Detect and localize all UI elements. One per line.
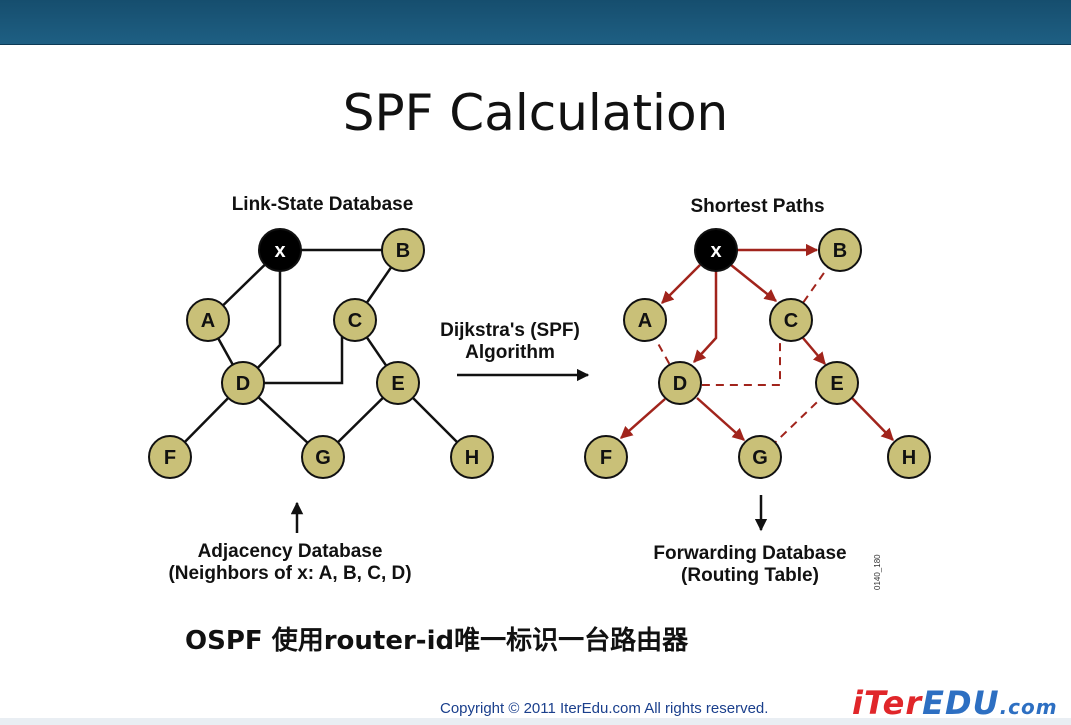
logo-part-3: .com (999, 695, 1058, 719)
iteredu-logo: iTerEDU.com (852, 684, 1058, 722)
right-node-a (623, 298, 667, 342)
right-node-f (584, 435, 628, 479)
right-node-g-label: G (752, 447, 768, 469)
path-d-f (620, 398, 666, 439)
ospf-note: OSPF 使用router-id唯一标识一台路由器 (185, 626, 689, 656)
right-node-f-label: F (600, 447, 612, 469)
right-graph-nodes: x B A C D E F G H (584, 228, 931, 479)
right-node-c (769, 298, 813, 342)
left-node-d-label: D (236, 373, 250, 395)
left-node-b-label: B (396, 240, 410, 262)
left-node-e (376, 361, 420, 405)
left-node-a (186, 298, 230, 342)
left-node-a-label: A (201, 310, 215, 332)
right-node-c-label: C (784, 310, 798, 332)
left-node-h-label: H (465, 447, 479, 469)
adjacency-caption: Adjacency Database (Neighbors of x: A, B… (120, 541, 460, 585)
algorithm-label-line1: Dijkstra's (SPF) (440, 320, 580, 341)
left-node-f (148, 435, 192, 479)
adjacency-caption-line2: (Neighbors of x: A, B, C, D) (168, 563, 412, 584)
left-node-c-label: C (348, 310, 362, 332)
right-node-h (887, 435, 931, 479)
algorithm-label: Dijkstra's (SPF) Algorithm (425, 320, 595, 364)
left-node-c (333, 298, 377, 342)
algorithm-label-line2: Algorithm (465, 342, 555, 363)
left-node-h (450, 435, 494, 479)
right-node-d-label: D (673, 373, 687, 395)
path-c-e (802, 337, 826, 365)
right-heading: Shortest Paths (690, 196, 825, 217)
left-node-b (381, 228, 425, 272)
adjacency-caption-line1: Adjacency Database (197, 541, 383, 562)
forwarding-caption-line2: (Routing Table) (681, 565, 819, 586)
left-node-d (221, 361, 265, 405)
right-node-h-label: H (902, 447, 916, 469)
left-node-x-label: x (274, 240, 285, 262)
left-heading: Link-State Database (231, 194, 414, 215)
right-node-g (738, 435, 782, 479)
figure-code: 0140_180 (873, 554, 882, 590)
right-node-e-label: E (830, 373, 843, 395)
path-x-a (661, 264, 701, 304)
slide-title: SPF Calculation (342, 84, 729, 142)
right-node-b (818, 228, 862, 272)
path-x-c (730, 264, 777, 302)
logo-part-1: iTer (852, 684, 923, 722)
right-node-d (658, 361, 702, 405)
logo-part-2: EDU (922, 684, 1000, 722)
right-graph-path-arrows (620, 243, 894, 441)
forwarding-caption: Forwarding Database (Routing Table) (625, 543, 875, 587)
forwarding-caption-line1: Forwarding Database (653, 543, 847, 564)
right-node-x-label: x (710, 240, 721, 262)
left-node-f-label: F (164, 447, 176, 469)
path-x-d (693, 271, 718, 363)
right-node-b-label: B (833, 240, 847, 262)
header-bar (0, 0, 1071, 45)
left-node-x (258, 228, 302, 272)
right-graph-dashed-edges (644, 249, 841, 458)
copyright-text: Copyright © 2011 IterEdu.com All rights … (440, 700, 769, 717)
left-node-g (301, 435, 345, 479)
left-node-g-label: G (315, 447, 331, 469)
path-e-h (851, 397, 894, 441)
left-node-e-label: E (391, 373, 404, 395)
bottom-strip (0, 718, 1071, 725)
left-graph-nodes: x B A C D E F G H (148, 228, 494, 479)
right-node-a-label: A (638, 310, 652, 332)
right-node-e (815, 361, 859, 405)
right-node-x (694, 228, 738, 272)
path-d-g (696, 397, 745, 441)
